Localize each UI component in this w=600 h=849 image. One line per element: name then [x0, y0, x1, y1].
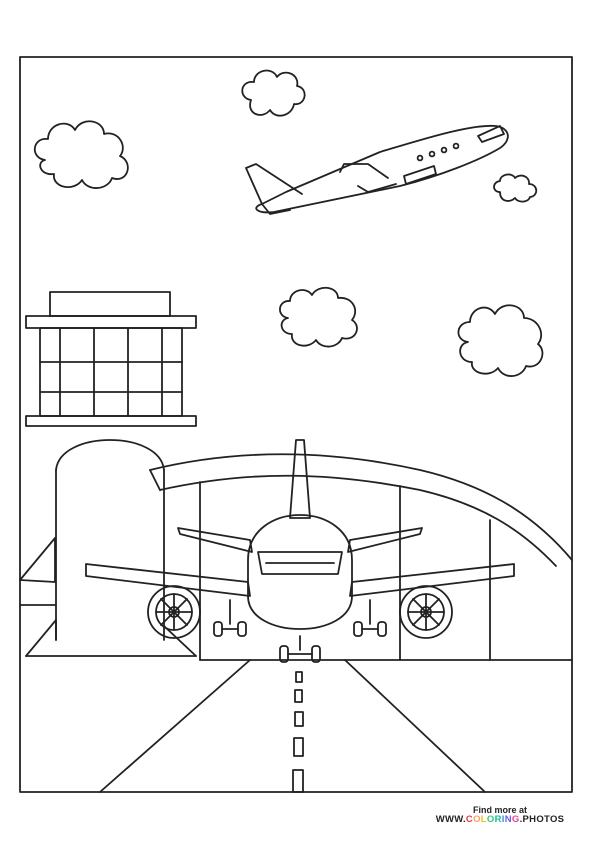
hangar [19, 453, 573, 661]
front-airplane [85, 439, 515, 663]
brand-letter: C [465, 814, 474, 826]
brand-letter: O [486, 814, 495, 826]
brand-letter: I [501, 814, 505, 826]
runway [99, 659, 486, 793]
brand-letter: O [473, 814, 481, 826]
brand-letter: L [480, 814, 487, 826]
flying-airplane [245, 124, 509, 215]
footer-credit: Find more at WWW.COLORING.PHOTOS [420, 805, 580, 826]
control-tower [25, 291, 197, 657]
brand-letter: N [504, 814, 512, 826]
brand-suffix: .PHOTOS [519, 814, 565, 826]
find-more-text: Find more at [472, 805, 527, 815]
cloud-4 [279, 286, 358, 348]
cloud-1 [241, 69, 306, 117]
cloud-2 [33, 120, 129, 189]
brand-letter: R [494, 814, 502, 826]
cloud-5 [457, 304, 544, 377]
brand-colored-word: COLORING [466, 814, 520, 825]
brand-prefix: WWW. [435, 814, 466, 826]
brand-letter: G [511, 814, 520, 826]
site-link[interactable]: WWW.COLORING.PHOTOS [420, 814, 580, 826]
cloud-3 [493, 173, 538, 203]
